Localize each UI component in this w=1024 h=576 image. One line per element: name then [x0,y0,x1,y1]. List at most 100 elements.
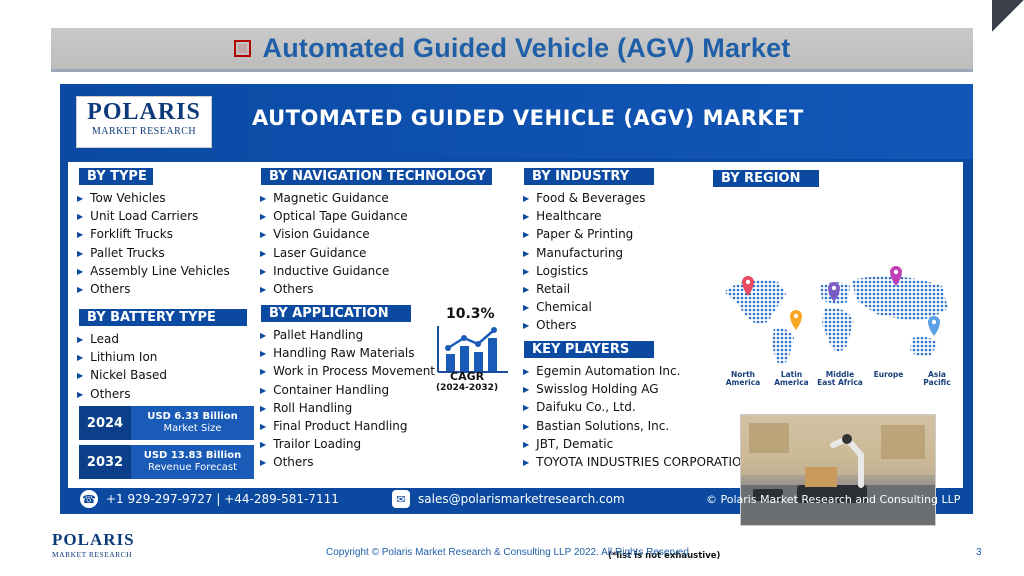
list-item: Swisslog Holding AG [523,380,750,398]
by-region-header: BY REGION [713,170,819,187]
logo-subtitle: MARKET RESEARCH [91,126,197,137]
by-type-header: BY TYPE [79,168,153,185]
by-navigation-header: BY NAVIGATION TECHNOLOGY [261,168,492,185]
stat-year: 2032 [79,445,131,479]
list-item: TOYOTA INDUSTRIES CORPORATION [523,453,750,471]
list-item: Others [77,280,230,298]
list-item: Laser Guidance [260,244,408,262]
agv-robot-illustration [741,415,935,525]
region-label: Latin America [774,370,809,387]
stat-market-size: 2024 USD 6.33 Billion Market Size [79,406,254,440]
infographic-header: POLARIS MARKET RESEARCH AUTOMATED GUIDED… [60,84,973,159]
list-item: Healthcare [523,207,646,225]
list-item: Roll Handling [260,399,435,417]
phone-icon: ☎ [80,490,98,508]
by-type-list: Tow Vehicles Unit Load Carriers Forklift… [77,189,230,298]
stat-value-box: USD 6.33 Billion Market Size [131,406,254,440]
checkbox-bullet-icon [233,40,251,57]
europe-pin [890,266,902,286]
list-item: Egemin Automation Inc. [523,362,750,380]
cagr-label: CAGR [450,370,485,383]
list-item: Nickel Based [77,366,167,384]
list-item: Chemical [523,298,646,316]
region-legend: North America Latin America Middle East … [720,371,960,387]
polaris-logo: POLARIS MARKET RESEARCH [76,96,212,148]
list-item: Bastian Solutions, Inc. [523,417,750,435]
logo-name: POLARIS [87,99,201,125]
key-players-list: Egemin Automation Inc. Swisslog Holding … [523,362,750,471]
list-item: Others [77,385,167,403]
by-navigation-list: Magnetic Guidance Optical Tape Guidance … [260,189,408,298]
by-application-list: Pallet Handling Handling Raw Materials W… [260,326,435,472]
list-item: Logistics [523,262,646,280]
envelope-icon: ✉ [392,490,410,508]
stat-value-box: USD 13.83 Billion Revenue Forecast [131,445,254,479]
infographic: POLARIS MARKET RESEARCH AUTOMATED GUIDED… [60,84,973,561]
region-label: Middle East Africa [817,370,863,387]
by-battery-header: BY BATTERY TYPE [79,309,247,326]
corner-decoration [992,0,1024,32]
by-battery-list: Lead Lithium Ion Nickel Based Others [77,330,167,403]
bottom-polaris-logo: POLARIS MARKET RESEARCH [52,530,135,559]
footer-copyright: © Polaris Market Research and Consulting… [706,492,961,506]
latin-america-pin [790,310,802,330]
cagr-value: 10.3% [446,306,495,322]
infographic-panel: BY TYPE Tow Vehicles Unit Load Carriers … [68,162,963,561]
list-item: Pallet Trucks [77,244,230,262]
email-address: sales@polarismarketresearch.com [418,492,625,506]
list-item: Manufacturing [523,244,646,262]
asia-pacific-pin [928,316,940,336]
list-item: Pallet Handling [260,326,435,344]
list-item: Unit Load Carriers [77,207,230,225]
cagr-period: (2024-2032) [436,383,499,393]
list-item: Handling Raw Materials [260,344,435,362]
page-number: 3 [976,547,982,558]
infographic-footer: ☎ +1 929-297-9727 | +44-289-581-7111 ✉ s… [60,484,973,514]
region-label: North America [725,370,761,387]
list-item: Others [260,453,435,471]
list-item: Others [523,316,646,334]
list-item: Assembly Line Vehicles [77,262,230,280]
stat-value: USD 13.83 Billion [143,450,242,461]
slide-copyright: Copyright © Polaris Market Research & Co… [326,547,689,558]
by-application-header: BY APPLICATION [261,305,411,322]
region-label: Europe [873,370,904,379]
infographic-heading: AUTOMATED GUIDED VEHICLE (AGV) MARKET [252,106,804,130]
stat-label: Revenue Forecast [147,462,238,473]
list-item: Others [260,280,408,298]
email-contact: ✉ sales@polarismarketresearch.com [392,490,625,508]
list-item: Optical Tape Guidance [260,207,408,225]
list-item: Tow Vehicles [77,189,230,207]
slide-title: Automated Guided Vehicle (AGV) Market [262,33,791,63]
list-note: (*list is not exhaustive) [608,551,721,561]
list-item: Final Product Handling [260,417,435,435]
list-item: JBT, Dematic [523,435,750,453]
stat-year: 2024 [79,406,131,440]
list-item: Food & Beverages [523,189,645,207]
world-map-icon [724,266,948,364]
growth-chart-icon [437,326,508,373]
list-item: Trailor Loading [260,435,435,453]
list-item: Lithium Ion [77,348,167,366]
bottom-logo-subtitle: MARKET RESEARCH [52,550,133,559]
list-item: Daifuku Co., Ltd. [523,398,750,416]
phone-contact: ☎ +1 929-297-9727 | +44-289-581-7111 [80,490,339,508]
phone-numbers: +1 929-297-9727 | +44-289-581-7111 [106,492,339,506]
list-item: Paper & Printing [523,225,646,243]
list-item: Lead [77,330,167,348]
list-item: Container Handling [260,381,435,399]
slide-title-bar: Automated Guided Vehicle (AGV) Market [51,28,973,72]
region-label: Asia Pacific [923,370,951,387]
stat-value: USD 6.33 Billion [147,411,238,422]
list-item: Inductive Guidance [260,262,408,280]
by-industry-list: Food & Beverages Healthcare Paper & Prin… [523,189,646,335]
list-item: Retail [523,280,646,298]
stat-revenue-forecast: 2032 USD 13.83 Billion Revenue Forecast [79,445,254,479]
bottom-logo-name: POLARIS [52,530,135,549]
list-item: Forklift Trucks [77,225,230,243]
by-industry-header: BY INDUSTRY [524,168,654,185]
list-item: Magnetic Guidance [260,189,408,207]
list-item: Work in Process Movement [260,362,435,380]
list-item: Vision Guidance [260,225,408,243]
north-america-pin [742,276,754,296]
